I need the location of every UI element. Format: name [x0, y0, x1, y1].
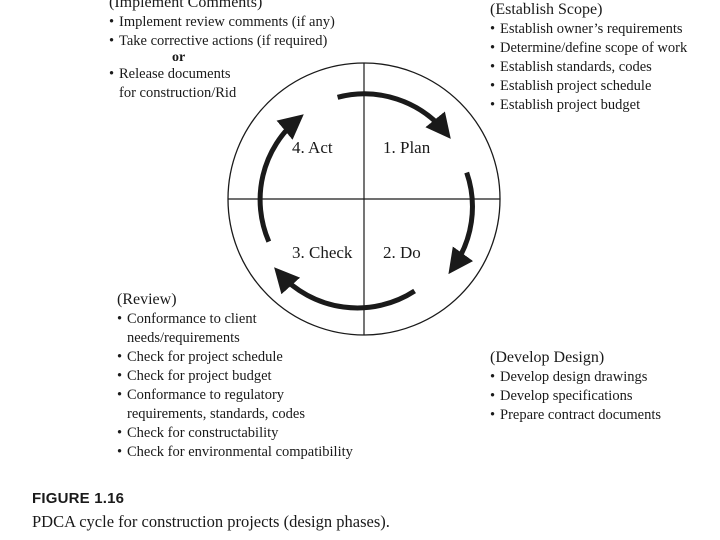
do-text-block: (Develop Design) Develop design drawings… — [490, 348, 661, 425]
quadrant-label-do: 2. Do — [383, 243, 421, 262]
arrow-check-to-act-icon — [274, 267, 416, 311]
act-item-continuation: for construction/Rid — [119, 85, 237, 101]
do-item: Develop design drawings — [490, 368, 661, 387]
check-item: Check for project schedule — [117, 348, 353, 367]
act-item: Implement review comments (if any) — [109, 13, 335, 32]
figure-label: FIGURE 1.16 — [32, 490, 125, 507]
check-item: Conformance to client — [117, 310, 353, 329]
plan-item: Establish project schedule — [490, 77, 687, 96]
check-item: Check for project budget — [117, 367, 353, 386]
act-item: Release documents — [109, 65, 335, 84]
check-heading: (Review) — [117, 291, 177, 308]
plan-item: Establish owner’s requirements — [490, 20, 687, 39]
quadrant-label-act: 4. Act — [292, 138, 333, 157]
do-heading: (Develop Design) — [490, 349, 605, 366]
figure-caption: PDCA cycle for construction projects (de… — [32, 512, 390, 531]
act-item: Take corrective actions (if required) — [109, 32, 335, 51]
quadrant-label-check: 3. Check — [292, 243, 353, 262]
check-text-block: (Review) Conformance to client needs/req… — [117, 290, 353, 462]
check-item: Check for environmental compatibility — [117, 443, 353, 462]
plan-item: Establish project budget — [490, 96, 687, 115]
plan-heading: (Establish Scope) — [490, 1, 603, 18]
quadrant-label-plan: 1. Plan — [383, 138, 431, 157]
do-item: Develop specifications — [490, 387, 661, 406]
arrow-plan-to-do-icon — [336, 91, 451, 139]
arrow-act-to-plan-icon — [257, 114, 304, 243]
check-item: Conformance to regulatory — [117, 386, 353, 405]
act-text-block: (Implement Comments) Implement review co… — [109, 0, 335, 103]
check-item: Check for constructability — [117, 424, 353, 443]
check-item-continuation: needs/requirements — [127, 330, 240, 346]
act-heading: (Implement Comments) — [109, 0, 263, 11]
check-item-continuation: requirements, standards, codes — [127, 406, 305, 422]
plan-text-block: (Establish Scope) Establish owner’s requ… — [490, 0, 687, 115]
plan-item: Establish standards, codes — [490, 58, 687, 77]
arrow-do-to-check-icon — [448, 171, 475, 275]
or-label: or — [172, 50, 186, 65]
plan-item: Determine/define scope of work — [490, 39, 687, 58]
do-item: Prepare contract documents — [490, 406, 661, 425]
